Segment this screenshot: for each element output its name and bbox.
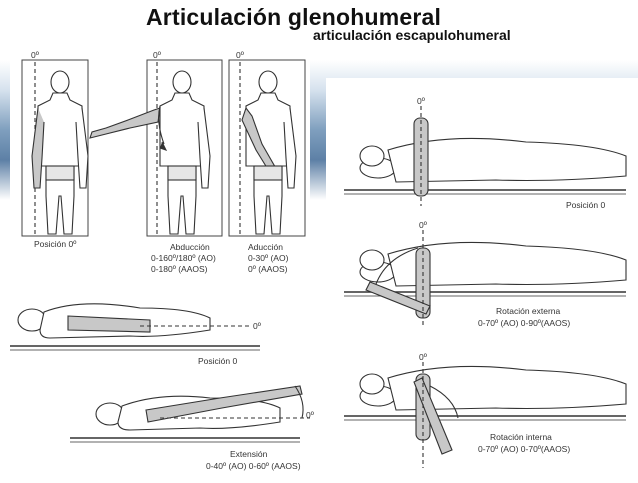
zero-label: 0º [417, 96, 425, 106]
frame-position-0 [21, 59, 89, 237]
zero-label: 0º [153, 50, 161, 60]
zero-label: 0º [306, 410, 314, 420]
figure-standing-adduction [239, 62, 297, 235]
caption-position-0: Posición 0º [34, 239, 76, 249]
zero-label: 0º [419, 352, 427, 362]
caption-abduction-aaos: 0-180º (AAOS) [151, 264, 208, 274]
caption-adduction-title: Aducción [248, 242, 283, 252]
frame-adduction [228, 59, 306, 237]
caption-abduction-ao: 0-160º/180º (AO) [151, 253, 216, 263]
caption-supine-position-0: Posición 0 [566, 200, 605, 210]
figure-supine-position-0 [344, 106, 627, 206]
figure-prone-extension [70, 385, 310, 443]
caption-external-rotation-range: 0-70º (AO) 0-90º(AAOS) [478, 318, 570, 328]
caption-internal-rotation-title: Rotación interna [490, 432, 552, 442]
caption-adduction-aaos: 0º (AAOS) [248, 264, 288, 274]
slide-title: Articulación glenohumeral [146, 4, 442, 30]
caption-extension-range: 0-40º (AO) 0-60º (AAOS) [206, 461, 301, 471]
figure-standing-abduction [89, 62, 211, 235]
frame-abduction [146, 59, 223, 237]
figure-standing-position-0 [31, 62, 89, 235]
figure-supine-external-rotation [344, 230, 627, 328]
figure-prone-position-0 [10, 303, 260, 351]
figure-supine-internal-rotation [344, 362, 627, 468]
caption-prone-position-0: Posición 0 [198, 356, 237, 366]
slide-subtitle: articulación escapulohumeral [313, 27, 511, 43]
right-illustration-panel: 0º Posición 0 0º Rotación externa 0-70º … [326, 78, 638, 478]
left-illustration: 0º 0º 0º Posición 0º Abducción 0-160º/18… [10, 50, 314, 471]
zero-label: 0º [419, 220, 427, 230]
caption-adduction-ao: 0-30º (AO) [248, 253, 289, 263]
caption-internal-rotation-range: 0-70º (AO) 0-70º(AAOS) [478, 444, 570, 454]
caption-external-rotation-title: Rotación externa [496, 306, 561, 316]
zero-label: 0º [31, 50, 39, 60]
right-illustration: 0º Posición 0 0º Rotación externa 0-70º … [344, 96, 627, 468]
caption-extension-title: Extensión [230, 449, 268, 459]
zero-label: 0º [253, 321, 261, 331]
caption-abduction-title: Abducción [170, 242, 210, 252]
left-illustration-panel: 0º 0º 0º Posición 0º Abducción 0-160º/18… [10, 46, 314, 476]
zero-label: 0º [236, 50, 244, 60]
